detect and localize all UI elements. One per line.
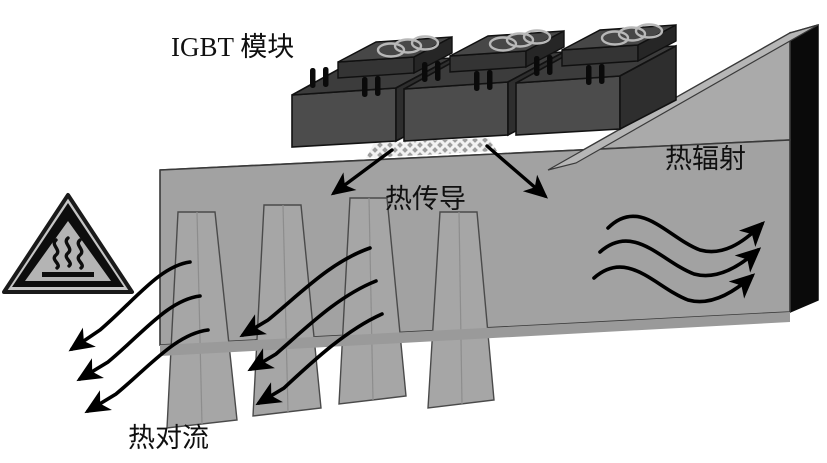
heatsink-top-edge-highlight [547,24,819,171]
label-heat-radiation: 热辐射 [665,144,746,174]
convection-arrow [76,294,202,382]
module-terminal-strip-side [637,23,677,63]
label-heat-conduction: 热传导 [385,184,466,214]
module-pin [599,64,605,84]
module-pin [422,62,428,82]
conduction-arrow [485,144,549,199]
module-body-front [403,81,509,142]
module-terminal [600,30,630,46]
module-body-side [619,44,677,131]
igbt-module [515,23,677,136]
convection-arrow [84,328,210,414]
hot-surface-bar [42,272,94,277]
module-pin [547,55,553,75]
heat-wave-lines [52,236,84,270]
radiation-arrow [592,265,756,304]
module-terminal [522,29,552,45]
igbt-modules [291,23,677,148]
module-body-front [515,75,621,136]
module-terminal [505,32,535,48]
thermal-interface-material [366,138,497,158]
module-terminal [634,23,664,39]
heatsink-side-face [789,24,819,314]
hot-surface-warning-icon [2,193,134,294]
module-body-front [291,87,397,148]
module-pin [534,56,540,76]
module-pin [474,71,480,91]
convection-arrow [239,246,372,338]
module-pin [586,65,592,85]
radiation-arrows [592,214,765,304]
module-pin [323,67,329,87]
module-pin [375,76,381,96]
module-terminal [393,38,423,54]
convection-arrow [247,279,378,372]
module-terminal [617,26,647,42]
module-pin [310,68,316,88]
module-terminal [410,35,440,51]
conduction-arrows [330,144,549,199]
conduction-arrow [330,148,394,196]
heatsink-bottom-edge [160,312,790,356]
label-heat-convection: 热对流 [128,423,209,453]
convection-arrow [255,312,384,406]
module-pin [487,70,493,90]
radiation-arrow [598,239,762,278]
fin [166,211,238,429]
module-pin [362,77,368,97]
module-terminal [488,36,518,52]
radiation-arrow [606,214,765,254]
label-igbt-module: IGBT 模块 [171,32,294,62]
convection-arrows [68,246,384,414]
module-terminal [376,42,406,58]
convection-arrow [68,260,192,352]
module-pin [435,61,441,81]
